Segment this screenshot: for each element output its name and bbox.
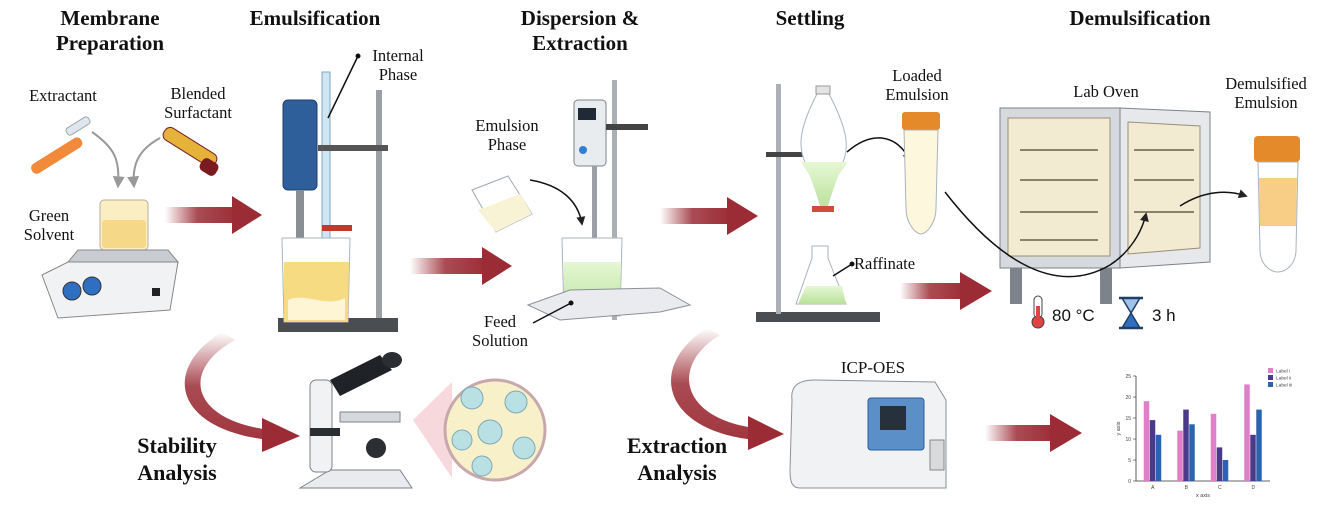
hourglass-icon: [1119, 296, 1143, 330]
chart-bar: [1149, 420, 1156, 481]
tube-loaded-emulsion-icon: [902, 112, 940, 235]
beaker-emulsion-phase-icon: [471, 175, 533, 233]
chart-x-tick-label: A: [1151, 485, 1155, 491]
arrow-extractant: [91, 131, 125, 189]
chart-legend-label: Label iii: [1276, 383, 1292, 389]
pointer-raffinate: [832, 263, 853, 277]
label-demulsified-emulsion: Demulsified Emulsion: [1225, 74, 1307, 112]
chart-legend-label: Label i: [1276, 369, 1290, 375]
pipette-surfactant-icon: [162, 126, 219, 176]
separatory-funnel-rig-icon: [756, 84, 880, 322]
arrow-surfactant: [127, 137, 161, 189]
arrow-out-of-oven: [1179, 189, 1248, 207]
overhead-stirrer-rig-icon: [278, 71, 398, 332]
lab-oven-icon: [999, 107, 1211, 304]
flow-arrow-1: [165, 196, 262, 234]
step-title-settling: Settling: [775, 6, 845, 30]
pointer-feed-solution: [532, 302, 572, 324]
label-icp-oes: ICP-OES: [840, 358, 906, 377]
chart-bar: [1210, 413, 1217, 481]
chart-bar: [1143, 401, 1150, 481]
chart-bar: [1244, 384, 1250, 481]
chart-bar: [1177, 430, 1183, 481]
arrow-to-loaded-emulsion: [846, 137, 911, 162]
label-emulsion-phase: Emulsion Phase: [475, 116, 539, 154]
step-title-emulsification: Emulsification: [249, 6, 381, 30]
arrow-emulsion-to-beaker: [529, 179, 586, 226]
hotplate-stirrer-icon: [41, 199, 180, 319]
magnified-emulsion-view: [443, 378, 547, 482]
arrow-into-oven: [944, 191, 1149, 278]
flow-arrow-2: [410, 247, 512, 285]
label-raffinate: Raffinate: [854, 254, 916, 273]
flow-arrow-5: [985, 414, 1082, 452]
magnify-cone: [413, 382, 452, 478]
step-title-demulsification: Demulsification: [1069, 6, 1211, 30]
pipette-extractant-icon: [31, 116, 91, 174]
microscope-icon: [298, 352, 413, 489]
chart-legend-swatch: [1268, 382, 1273, 387]
flow-arrow-3: [660, 197, 758, 235]
chart-x-tick-label: C: [1218, 485, 1222, 491]
thermometer-icon: [1031, 295, 1045, 329]
label-temperature: 80 °C: [1052, 306, 1095, 325]
label-green-solvent: Green Solvent: [23, 206, 75, 244]
chart-y-tick-label: 5: [1128, 458, 1131, 464]
label-internal-phase: Internal Phase: [372, 46, 424, 84]
icp-oes-instrument-icon: [789, 379, 947, 489]
chart-bar: [1222, 460, 1229, 481]
chart-x-tick-label: B: [1185, 485, 1189, 491]
step-title-dispersion-extraction: Dispersion & Extraction: [520, 6, 640, 55]
chart-bar: [1189, 424, 1195, 481]
chart-legend-swatch: [1268, 368, 1273, 373]
curved-arrow-extraction: [671, 328, 784, 450]
chart-bar: [1183, 409, 1189, 481]
label-feed-solution: Feed Solution: [472, 312, 528, 350]
curved-arrow-stability: [184, 332, 300, 452]
chart-x-tick-label: D: [1251, 485, 1255, 491]
overhead-stirrer-dispersion-icon: [526, 80, 692, 321]
label-extraction-analysis: Extraction Analysis: [626, 433, 728, 485]
chart-y-axis-label: y axis: [1116, 421, 1122, 435]
chart-x-axis-label: x axis: [1196, 493, 1210, 499]
chart-bar: [1155, 434, 1162, 481]
label-extractant: Extractant: [29, 86, 97, 105]
chart-y-tick-label: 0: [1128, 479, 1131, 485]
step-title-membrane-preparation: Membrane Preparation: [55, 6, 165, 55]
chart-y-tick-label: 15: [1125, 416, 1131, 422]
tube-demulsified-emulsion-icon: [1254, 136, 1300, 273]
chart-y-tick-label: 25: [1125, 374, 1131, 380]
chart-bar: [1256, 409, 1262, 481]
label-stability-analysis: Stability Analysis: [137, 433, 217, 485]
pointer-internal-phase: [327, 55, 359, 119]
label-loaded-emulsion: Loaded Emulsion: [885, 66, 949, 104]
label-lab-oven: Lab Oven: [1073, 82, 1139, 101]
chart-y-tick-label: 20: [1125, 395, 1131, 401]
chart-y-tick-label: 10: [1125, 437, 1131, 443]
chart-bar: [1216, 447, 1223, 481]
chart-legend-swatch: [1268, 375, 1273, 380]
chart-bar: [1250, 434, 1256, 481]
flow-arrow-4: [900, 272, 992, 310]
label-blended-surfactant: Blended Surfactant: [164, 84, 232, 122]
label-time: 3 h: [1152, 306, 1176, 325]
chart-legend-label: Label ii: [1276, 376, 1291, 382]
